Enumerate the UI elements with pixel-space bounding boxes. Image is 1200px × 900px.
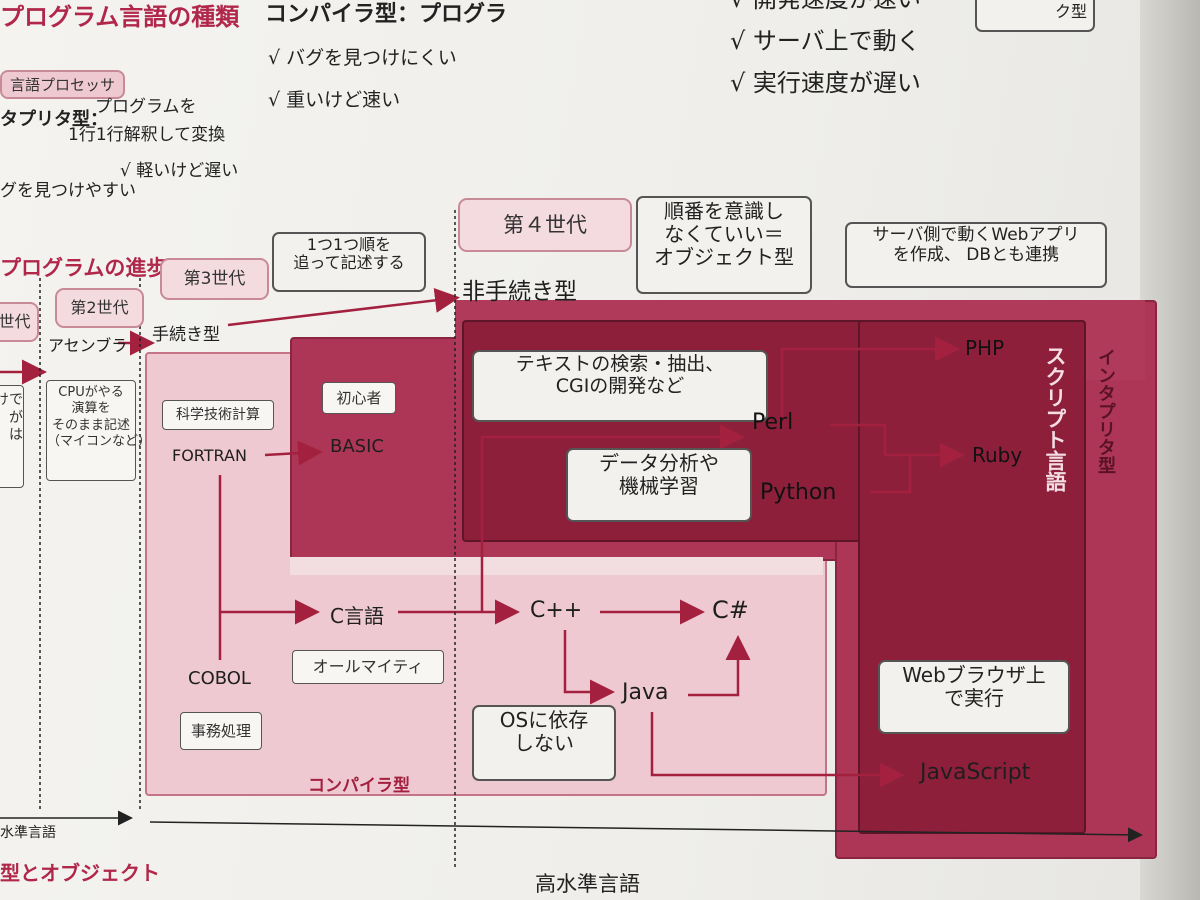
high-level-label: 高水準言語 bbox=[535, 872, 640, 896]
right-point-2: √ 実行速度が遅い bbox=[730, 69, 921, 97]
interpreter-desc-1: プログラムを bbox=[95, 97, 197, 117]
gen2-tag: 第2世代 bbox=[55, 288, 144, 328]
gen1-tag: 世代 bbox=[0, 302, 39, 342]
nonprocedural-label: 非手続き型 bbox=[462, 279, 577, 305]
cpu-note: CPUがやる 演算を そのまま記述 （マイコンなど） bbox=[46, 380, 151, 481]
box-beginner: 初心者 bbox=[322, 382, 396, 414]
label-script: スクリプト言語 bbox=[1043, 345, 1067, 492]
interpreter-label: タプリタ型： bbox=[0, 109, 108, 130]
arrow-java-csharp bbox=[688, 635, 751, 697]
lang-ruby: Ruby bbox=[972, 443, 1023, 467]
label-compiler: コンパイラ型 bbox=[308, 776, 410, 796]
lang-cpp: C++ bbox=[530, 598, 583, 623]
arrow-cpp-java bbox=[563, 630, 615, 705]
region-gap bbox=[290, 557, 823, 575]
arrow-java-javascript bbox=[650, 712, 905, 788]
compiler-point-2: √ 重いけど速い bbox=[268, 89, 401, 111]
bubble-python: データ分析や 機械学習 bbox=[566, 448, 752, 522]
lang-php: PHP bbox=[965, 336, 1005, 360]
assembler-label: アセンブラ bbox=[48, 336, 128, 355]
lang-csharp: C# bbox=[712, 596, 749, 624]
right-point-1: √ サーバ上で動く bbox=[730, 27, 921, 55]
arrow-procedural-nonprocedural bbox=[227, 287, 460, 327]
bubble-java: OSに依存 しない bbox=[472, 705, 616, 781]
box-office: 事務処理 bbox=[180, 712, 262, 750]
arrow-fortran-basic bbox=[264, 440, 323, 466]
bubble-oop: 順番を意識し なくていい＝ オブジェクト型 bbox=[636, 196, 812, 294]
lang-basic: BASIC bbox=[330, 436, 384, 457]
lang-javascript: JavaScript bbox=[920, 760, 1031, 785]
arrow-c-perl bbox=[480, 424, 745, 612]
lang-cobol: COBOL bbox=[188, 668, 251, 689]
compiler-heading: コンパイラ型：プログラ bbox=[265, 2, 508, 27]
bubble-php: サーバ側で動くWebアプリ を作成、 DBとも連携 bbox=[845, 222, 1107, 288]
line-python-ruby bbox=[870, 455, 912, 494]
interpreter-pro-2: グを見つけやすい bbox=[0, 181, 136, 201]
box-science: 科学技術計算 bbox=[162, 400, 274, 430]
gen1-note: けで が は bbox=[0, 385, 24, 488]
arrow-perl-php bbox=[780, 336, 960, 420]
gen3-tag: 第3世代 bbox=[160, 258, 269, 300]
bubble-javascript: Webブラウザ上 で実行 bbox=[878, 660, 1070, 734]
gen4-tag: 第４世代 bbox=[458, 198, 632, 252]
lang-c: C言語 bbox=[330, 604, 384, 628]
label-interpreter: インタプリタ型 bbox=[1095, 348, 1116, 474]
high-level-arrow bbox=[149, 821, 1143, 843]
lang-java: Java bbox=[622, 680, 669, 705]
compiler-point-1: √ バグを見つけにくい bbox=[268, 47, 457, 69]
type-badge: ク型 bbox=[975, 0, 1095, 32]
interpreter-pro: √ 軽いけど遅い bbox=[120, 161, 239, 181]
low-level-label: 水準言語 bbox=[0, 825, 56, 841]
procedural-label: 手続き型 bbox=[152, 325, 220, 345]
bubble-sequential: 1つ1つ順を 追って記述する bbox=[272, 232, 426, 292]
processor-tag: 言語プロセッサ bbox=[0, 70, 126, 99]
types-heading: プログラム言語の種類 bbox=[0, 3, 240, 31]
right-point-0: √ 開発速度が速い bbox=[730, 0, 921, 14]
lang-python: Python bbox=[760, 480, 837, 505]
lang-fortran: FORTRAN bbox=[172, 446, 247, 465]
lang-perl: Perl bbox=[752, 410, 794, 435]
interpreter-desc-2: 1行1行解釈して変換 bbox=[68, 125, 226, 145]
line-perl-ruby bbox=[830, 423, 887, 455]
bottom-heading: 型とオブジェクト bbox=[0, 861, 160, 885]
progress-heading: プログラムの進歩 bbox=[0, 256, 168, 280]
bubble-perl: テキストの検索・抽出、 CGIの開発など bbox=[472, 350, 768, 422]
box-allmighty: オールマイティ bbox=[292, 650, 444, 684]
